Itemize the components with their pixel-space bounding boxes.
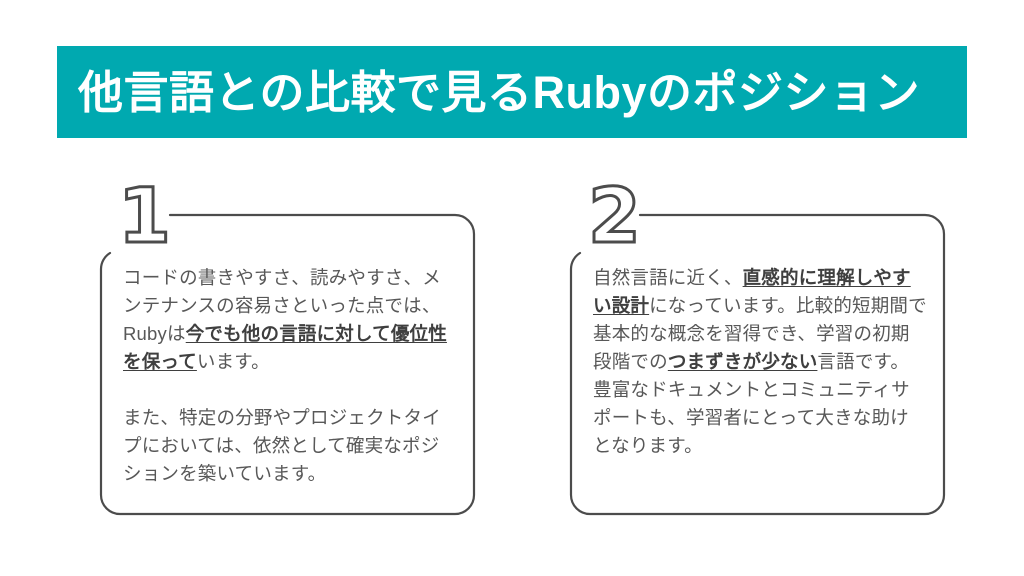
card-1-run-3: います。 — [196, 351, 270, 372]
card-2-run-1: 自然言語に近く、 — [593, 267, 743, 288]
title-banner: 他言語との比較で見るRubyのポジション — [57, 46, 967, 138]
card-2-paragraph-2: 豊富なドキュメントとコミュニティサポートも、学習者にとって大きな助けとなります。 — [593, 376, 927, 460]
card-1-paragraph-1: コードの書きやすさ、読みやすさ、メンテナンスの容易さといった点では、Rubyは今… — [123, 264, 457, 376]
card-1-run-2-emphasis: 今でも他の言語に対して優位性を保って — [123, 323, 447, 372]
card-1-run-1: コードの書きやすさ、読みやすさ、メンテナンスの容易さといった点では、Rubyは — [123, 267, 441, 344]
card-2-run-2-emphasis: 直感的に理解しやすい設計 — [593, 267, 911, 316]
content-card-1: 1 コードの書きやすさ、読みやすさ、メンテナンスの容易さといった点では、Ruby… — [99, 176, 476, 516]
card-2-paragraph-1: 自然言語に近く、直感的に理解しやすい設計になっています。比較的短期間で基本的な概… — [593, 264, 927, 376]
content-card-2: 2 自然言語に近く、直感的に理解しやすい設計になっています。比較的短期間で基本的… — [569, 176, 946, 516]
card-2-body: 自然言語に近く、直感的に理解しやすい設計になっています。比較的短期間で基本的な概… — [593, 264, 927, 460]
card-1-body: コードの書きやすさ、読みやすさ、メンテナンスの容易さといった点では、Rubyは今… — [123, 264, 457, 488]
card-1-number: 1 — [117, 171, 173, 260]
card-2-number: 2 — [587, 171, 643, 260]
card-1-paragraph-2: また、特定の分野やプロジェクトタイプにおいては、依然として確実なポジションを築い… — [123, 404, 457, 488]
card-2-run-4-emphasis: つまずきが少ない — [667, 351, 818, 372]
card-2-run-3: になっています。比較的短期間で基本的な概念を習得でき、学習の初期段階での — [593, 295, 927, 372]
card-2-run-6: 豊富なドキュメントとコミュニティサポートも、学習者にとって大きな助けとなります。 — [593, 379, 910, 456]
page-title: 他言語との比較で見るRubyのポジション — [78, 66, 921, 118]
card-2-run-5: 言語です。 — [817, 351, 910, 372]
card-1-run-4: また、特定の分野やプロジェクトタイプにおいては、依然として確実なポジションを築い… — [123, 407, 441, 484]
